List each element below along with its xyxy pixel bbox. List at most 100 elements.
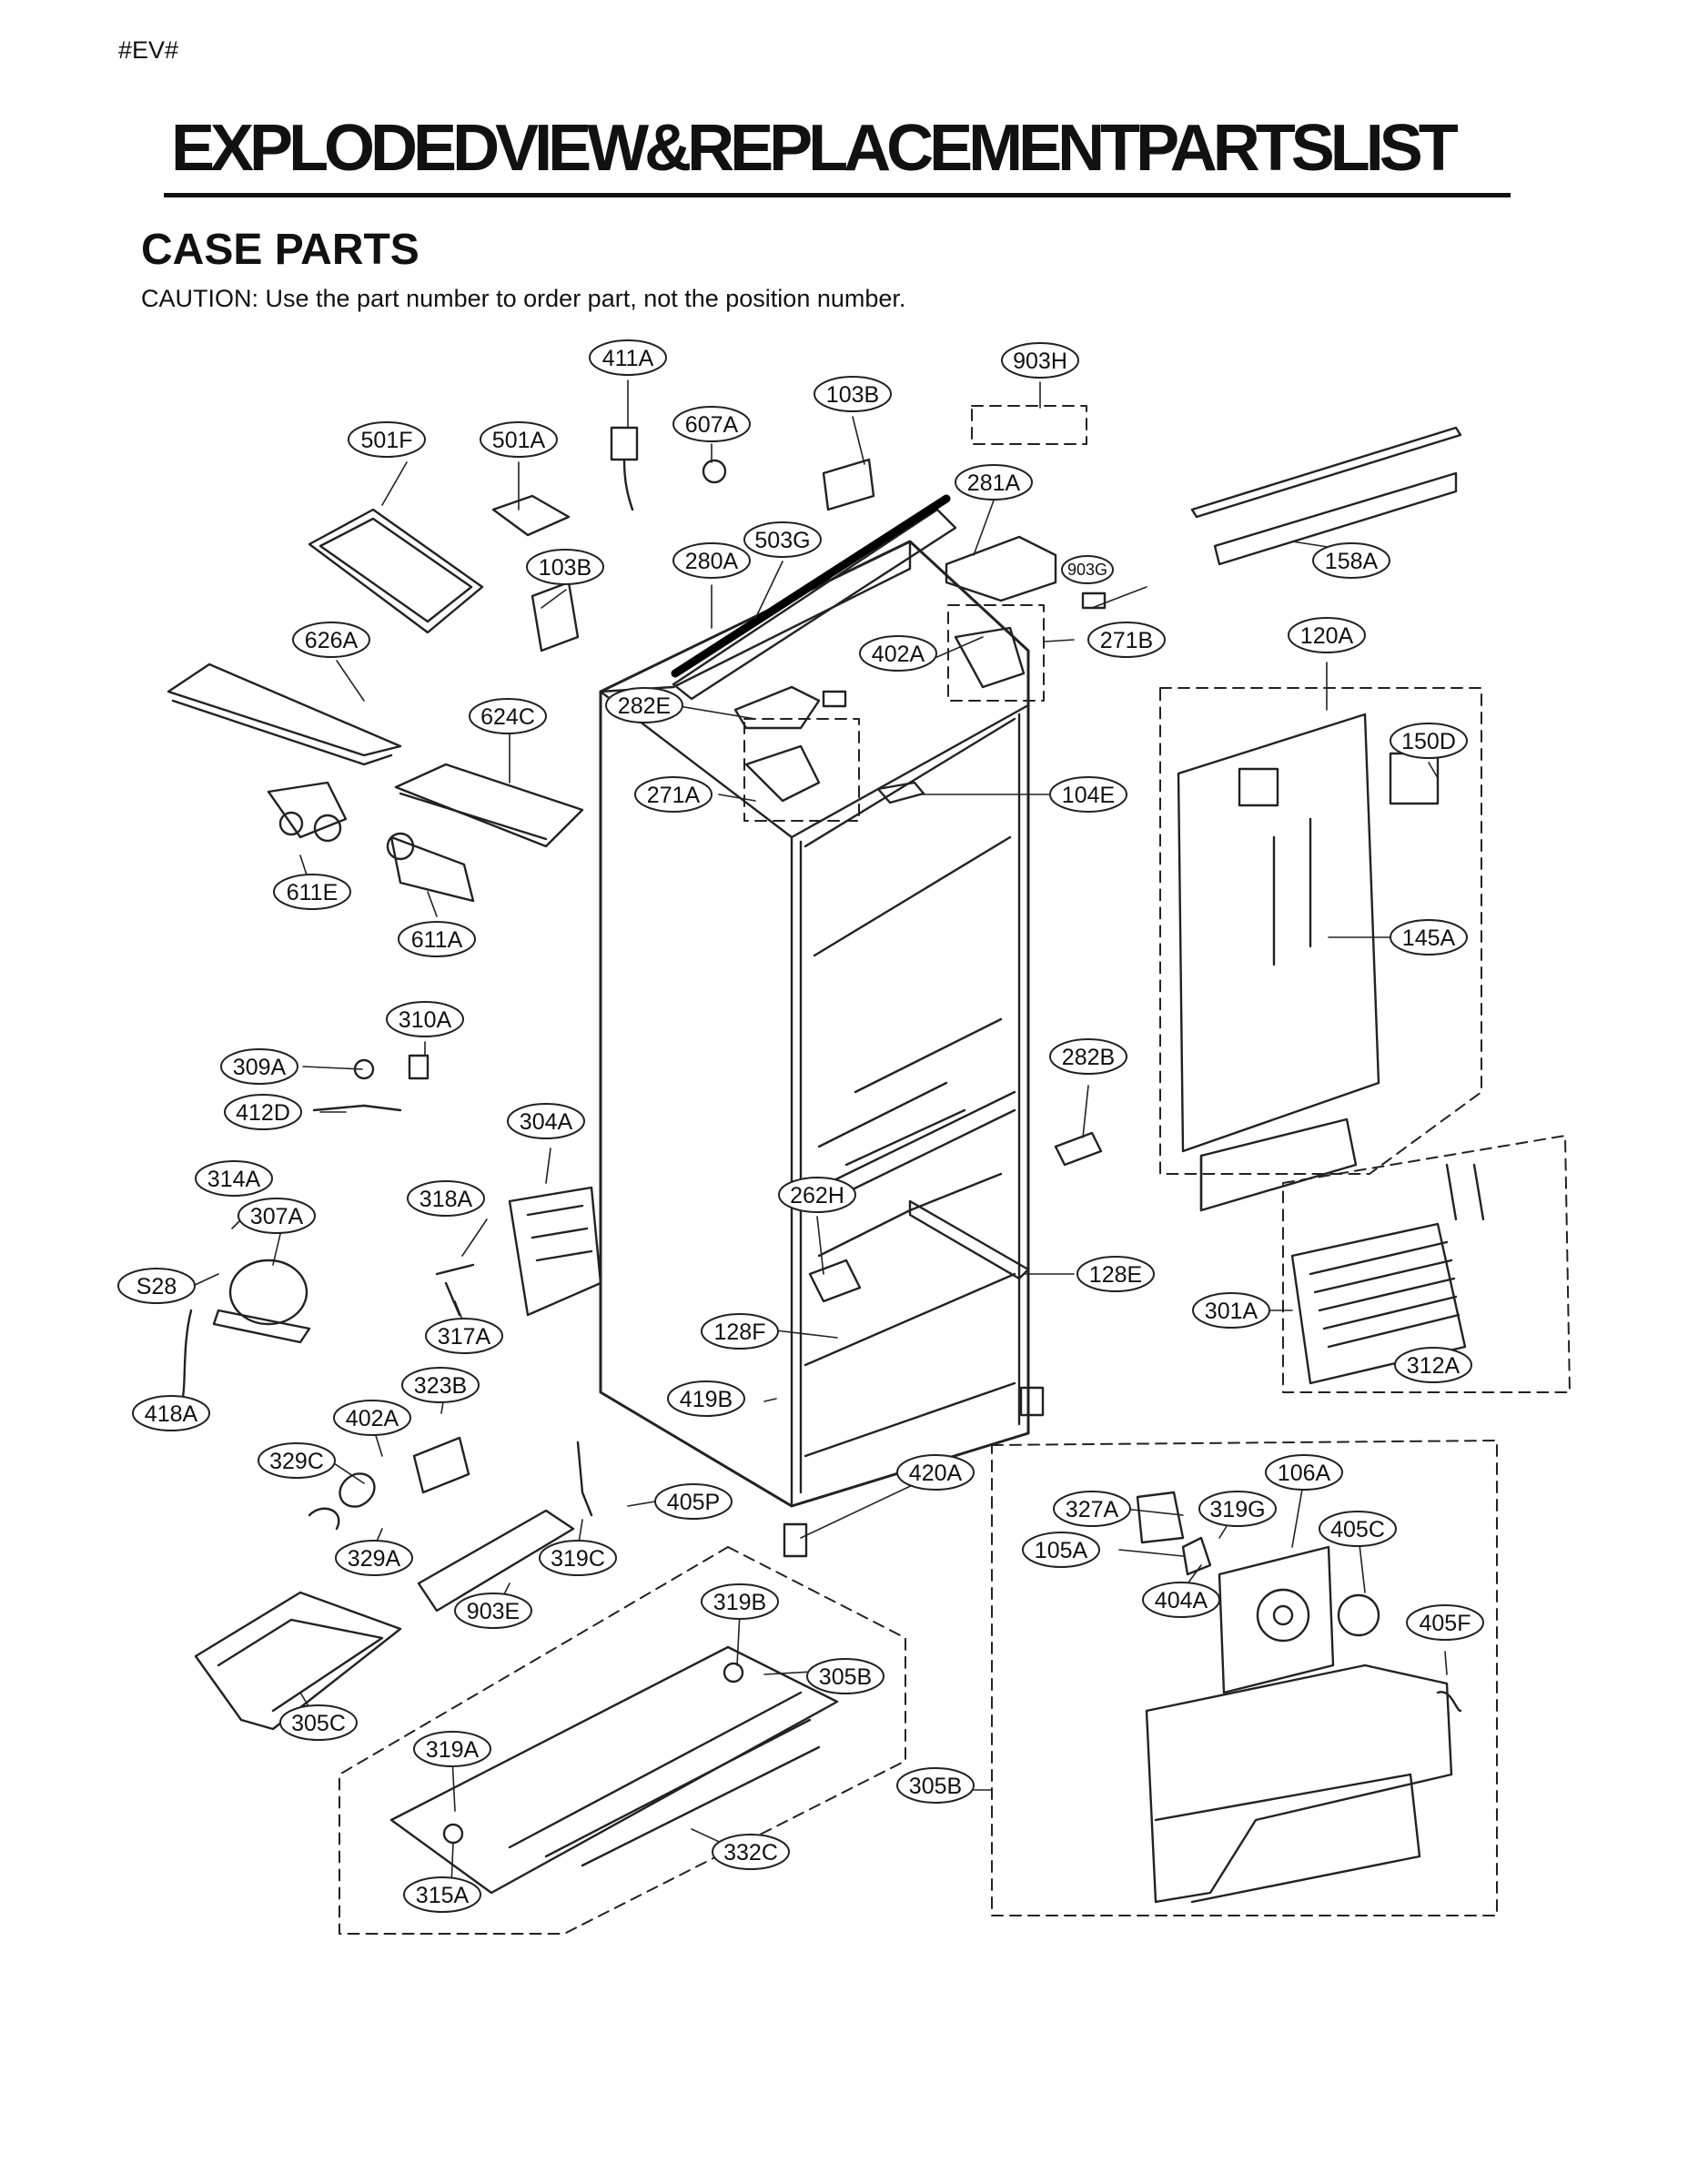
callout-bubble [224, 1094, 302, 1130]
callout-bubble [195, 1160, 273, 1197]
callout-105a: 105A [1022, 1532, 1100, 1568]
callout-label: 411A [602, 346, 654, 371]
callout-310a: 310A [386, 1001, 464, 1037]
callout-418a: 418A [132, 1395, 210, 1431]
callout-bubble [634, 776, 713, 813]
callout-bubble [814, 376, 892, 412]
callout-bubble [413, 1731, 491, 1767]
callout-label: 332C [723, 1840, 778, 1866]
callout-282e: 282E [605, 687, 683, 723]
callout-319b: 319B [701, 1583, 779, 1620]
callout-bubble [398, 921, 476, 957]
callout-318a: 318A [407, 1180, 485, 1217]
callout-282b: 282B [1049, 1038, 1127, 1075]
callout-104e: 104E [1049, 776, 1127, 813]
callout-bubble [469, 698, 547, 734]
top-cover-part [671, 494, 957, 701]
callout-bubble [407, 1180, 485, 1217]
callout-419b: 419B [667, 1380, 745, 1417]
callout-bubble [701, 1313, 779, 1350]
callout-label: 145A [1402, 925, 1456, 951]
callout-405c: 405C [1319, 1511, 1397, 1547]
callout-label: 262H [790, 1183, 844, 1208]
callout-bubble [1319, 1511, 1397, 1547]
callout-bubble [1061, 555, 1114, 584]
callout-103b: 103B [526, 549, 604, 585]
callout-bubble [667, 1380, 745, 1417]
callout-bubble [672, 406, 751, 442]
callout-label: 323B [414, 1373, 467, 1399]
callout-label: 271B [1100, 628, 1153, 653]
callout-bubble [1022, 1532, 1100, 1568]
callout-bubble [712, 1834, 790, 1870]
callout-label: 315A [416, 1883, 470, 1908]
callout-label: 305C [291, 1711, 346, 1736]
callout-314a: 314A [195, 1160, 273, 1197]
callout-label: 319G [1209, 1497, 1265, 1522]
callout-label: 307A [250, 1204, 304, 1229]
callout-bubble [605, 687, 683, 723]
trim-strip [1190, 426, 1462, 566]
callout-label: 103B [826, 382, 879, 408]
condenser-coil [1290, 1163, 1485, 1385]
callout-label: 607A [685, 412, 739, 438]
callout-label: 412D [236, 1100, 290, 1126]
callout-501f: 501F [348, 421, 426, 458]
callout-bubble [896, 1767, 975, 1804]
callout-103b: 103B [814, 376, 892, 412]
callout-bubble [1312, 542, 1390, 579]
callout-903h: 903H [1001, 342, 1079, 379]
callout-158a: 158A [1312, 542, 1390, 579]
callout-312a: 312A [1394, 1347, 1472, 1383]
callout-bubble [859, 635, 937, 672]
section-heading: CASE PARTS [141, 226, 419, 274]
callout-bubble [1390, 919, 1468, 956]
caution-note: CAUTION: Use the part number to order pa… [141, 285, 906, 312]
leader-lines [172, 379, 1457, 1886]
callout-405p: 405P [654, 1483, 733, 1520]
callout-bubble [454, 1592, 532, 1629]
callout-bubble [778, 1177, 856, 1213]
callout-label: 501F [361, 428, 413, 453]
callout-bubble [589, 339, 667, 376]
callout-262h: 262H [778, 1177, 856, 1213]
callout-label: 282E [618, 693, 671, 719]
compressor-group [180, 1054, 602, 1531]
callout-bubble [238, 1198, 316, 1234]
callout-bubble [896, 1454, 975, 1491]
callout-label: 404A [1155, 1588, 1208, 1613]
callout-bubble [132, 1395, 210, 1431]
callout-bubble [220, 1048, 298, 1085]
callout-label: 304A [520, 1109, 573, 1135]
callout-329a: 329A [335, 1540, 413, 1576]
callout-label: 319A [426, 1737, 480, 1763]
cabinet-body [599, 540, 1030, 1508]
callout-label: 305B [819, 1664, 872, 1690]
callout-label: 420A [909, 1461, 963, 1486]
callout-label: S28 [136, 1274, 177, 1299]
callout-label: 419B [680, 1387, 733, 1412]
callout-145a: 145A [1390, 919, 1468, 956]
callout-label: 301A [1205, 1299, 1258, 1324]
callout-bubble [1001, 342, 1079, 379]
callout-bubble [1076, 1256, 1155, 1292]
callout-label: 105A [1035, 1538, 1088, 1563]
rear-panel [1177, 713, 1440, 1212]
callout-bubble [425, 1318, 503, 1354]
callout-305b: 305B [896, 1767, 975, 1804]
callout-501a: 501A [480, 421, 558, 458]
fan-cover-assembly [1136, 1491, 1462, 1904]
callout-bubble [348, 421, 426, 458]
callout-420a: 420A [896, 1454, 975, 1491]
callout-150d: 150D [1390, 723, 1468, 759]
callout-327a: 327A [1053, 1491, 1131, 1527]
callout-label: 310A [399, 1007, 452, 1033]
callout-label: 271A [647, 783, 701, 808]
callout-304a: 304A [507, 1103, 585, 1139]
callout-307a: 307A [238, 1198, 316, 1234]
callout-bubble [1049, 1038, 1127, 1075]
callout-323b: 323B [401, 1367, 480, 1403]
callout-319c: 319C [539, 1540, 617, 1576]
